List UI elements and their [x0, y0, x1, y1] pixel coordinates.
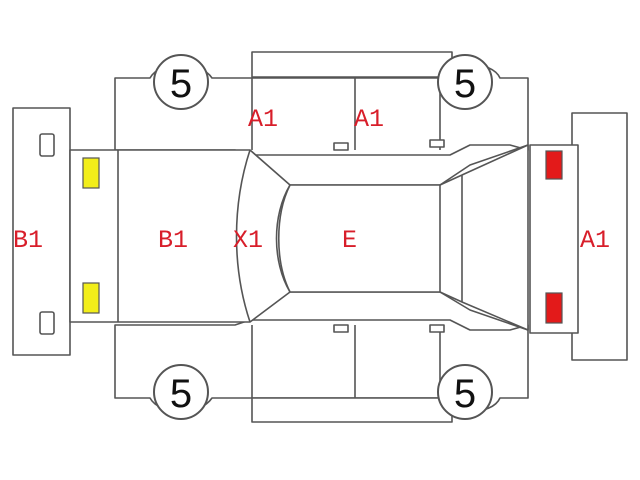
code-front-pillar: X1	[233, 226, 263, 255]
rear-window-outline	[235, 149, 291, 323]
code-front-bumper: A1	[580, 226, 610, 255]
right-door-handle-rear	[333, 324, 349, 333]
code-door-front-right: A1	[354, 105, 384, 134]
tire-rear-right: 5	[153, 364, 209, 420]
rear-lamp-left	[82, 157, 100, 189]
left-side-skirt	[251, 51, 453, 78]
roof-panel	[278, 184, 441, 293]
code-rear-bumper: B1	[13, 226, 43, 255]
rear-bumper-notch-top	[39, 133, 55, 157]
right-door-handle-front	[429, 324, 445, 333]
windshield-outline	[439, 144, 529, 331]
right-side-skirt	[251, 397, 453, 423]
tire-front-left-grade: 5	[454, 62, 476, 106]
left-door-handle-front	[429, 139, 445, 148]
code-rear-panel: B1	[158, 226, 188, 255]
rear-lamp-right	[82, 282, 100, 314]
rear-bumper	[12, 107, 71, 356]
rear-bumper-notch-bottom	[39, 311, 55, 335]
code-door-front-left: A1	[248, 105, 278, 134]
front-lamp-left	[545, 150, 563, 180]
code-roof: E	[342, 226, 357, 255]
tire-front-right: 5	[437, 364, 493, 420]
tire-rear-right-grade: 5	[170, 372, 192, 416]
tire-rear-left-grade: 5	[170, 62, 192, 106]
front-lamp-right	[545, 292, 563, 324]
front-grille	[529, 144, 579, 334]
tire-front-right-grade: 5	[454, 372, 476, 416]
tire-front-left: 5	[437, 54, 493, 110]
left-door-handle-rear	[333, 142, 349, 151]
tire-rear-left: 5	[153, 54, 209, 110]
